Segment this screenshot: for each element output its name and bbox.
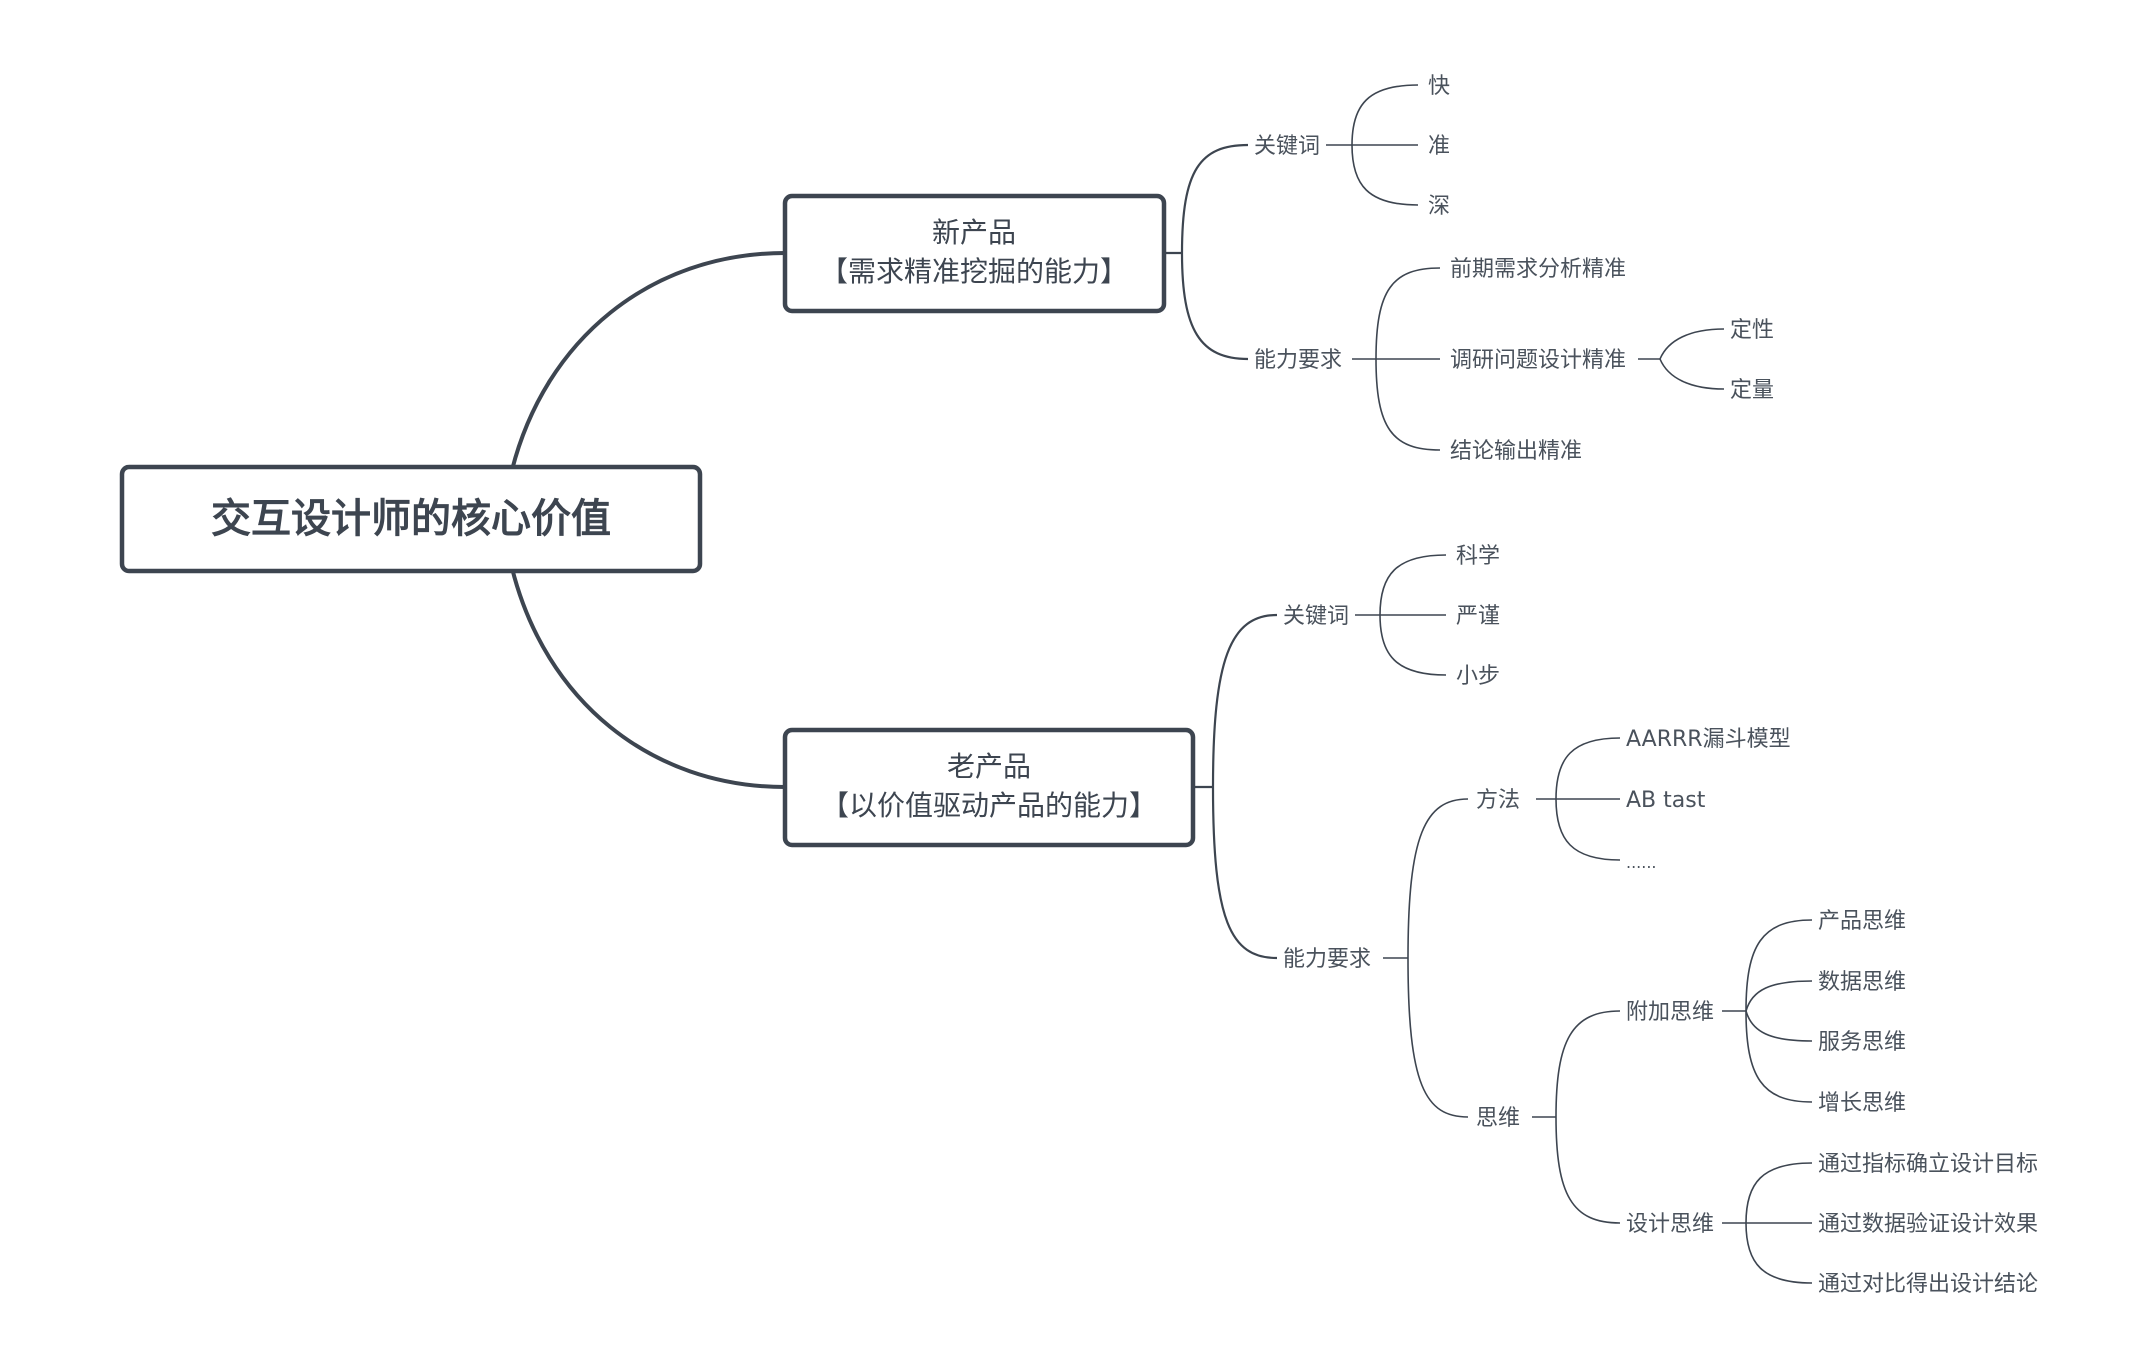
connector-old-keywords: [1211, 613, 1278, 788]
connector-method-etc: [1555, 798, 1621, 861]
design-thinking-compare[interactable]: 通过对比得出设计结论: [1818, 1272, 2038, 1297]
connector-extra-service: [1745, 1010, 1813, 1042]
connector-old-req-thinking: [1407, 957, 1469, 1118]
connector-extra-growth: [1745, 1010, 1813, 1103]
connector-extra-product: [1745, 919, 1813, 1012]
connector-new-requirements: [1180, 252, 1249, 361]
connector-research-quantitative: [1659, 358, 1725, 390]
new-req-research[interactable]: 调研问题设计精准: [1450, 348, 1626, 373]
old-keyword-science[interactable]: 科学: [1456, 544, 1500, 569]
connector-design-goal: [1745, 1162, 1813, 1224]
method-ab-test[interactable]: AB tast: [1626, 788, 1706, 813]
root-node[interactable]: 交互设计师的核心价值: [119, 464, 703, 574]
connector-new-kw-deep: [1351, 144, 1419, 206]
method-aarrr[interactable]: AARRR漏斗模型: [1626, 727, 1791, 752]
connector-old-req-method: [1407, 798, 1469, 959]
root-node-label: 交互设计师的核心价值: [211, 496, 611, 542]
design-thinking-label[interactable]: 设计思维: [1626, 1212, 1714, 1237]
old-keywords-label[interactable]: 关键词: [1283, 604, 1349, 629]
connector-thinking-extra: [1555, 1010, 1621, 1118]
old-keyword-small-step[interactable]: 小步: [1456, 664, 1500, 689]
extra-thinking-service[interactable]: 服务思维: [1818, 1030, 1906, 1055]
connector-old-kw-small-step: [1379, 614, 1447, 676]
branch-old-product-title: 老产品: [947, 750, 1031, 783]
extra-thinking-label[interactable]: 附加思维: [1626, 1000, 1714, 1025]
connector-new-keywords: [1180, 143, 1249, 254]
research-quantitative[interactable]: 定量: [1730, 378, 1774, 403]
root-node-box: [119, 464, 703, 574]
connector-root-old: [510, 567, 786, 789]
branch-old-product-subtitle: 【以价值驱动产品的能力】: [821, 789, 1157, 822]
connector-new-req-conclusion: [1375, 358, 1441, 451]
branch-new-product[interactable]: 新产品 【需求精准挖掘的能力】: [782, 193, 1167, 314]
new-keyword-deep[interactable]: 深: [1428, 194, 1450, 219]
new-req-conclusion[interactable]: 结论输出精准: [1450, 439, 1582, 464]
new-keywords-label[interactable]: 关键词: [1254, 134, 1320, 159]
extra-thinking-data[interactable]: 数据思维: [1818, 970, 1906, 995]
method-etc[interactable]: ......: [1626, 853, 1657, 872]
connector-root-new: [510, 251, 786, 471]
design-thinking-goal[interactable]: 通过指标确立设计目标: [1818, 1152, 2038, 1177]
connector-thinking-design: [1555, 1116, 1621, 1224]
branch-new-product-subtitle: 【需求精准挖掘的能力】: [820, 255, 1128, 288]
branch-new-product-box: [782, 193, 1167, 314]
connector-extra-data: [1745, 980, 1813, 1012]
branch-old-product[interactable]: 老产品 【以价值驱动产品的能力】: [782, 727, 1196, 848]
connector-research-qualitative: [1659, 328, 1725, 360]
connectors: [510, 84, 1813, 1284]
branch-old-product-box: [782, 727, 1196, 848]
design-thinking-verify[interactable]: 通过数据验证设计效果: [1818, 1212, 2038, 1237]
old-keyword-rigorous[interactable]: 严谨: [1456, 604, 1500, 629]
branch-new-product-title: 新产品: [932, 216, 1016, 249]
new-requirements-label[interactable]: 能力要求: [1254, 348, 1342, 373]
connector-old-kw-science: [1379, 554, 1447, 616]
connector-new-kw-fast: [1351, 84, 1419, 146]
thinking-label[interactable]: 思维: [1476, 1106, 1520, 1131]
method-label[interactable]: 方法: [1476, 788, 1520, 813]
connector-method-aarrr: [1555, 737, 1621, 800]
new-req-analysis[interactable]: 前期需求分析精准: [1450, 257, 1626, 282]
connector-old-requirements: [1211, 786, 1278, 960]
old-requirements-label[interactable]: 能力要求: [1283, 947, 1371, 972]
extra-thinking-growth[interactable]: 增长思维: [1818, 1091, 1906, 1116]
extra-thinking-product[interactable]: 产品思维: [1818, 909, 1906, 934]
research-qualitative[interactable]: 定性: [1730, 318, 1774, 343]
connector-design-compare: [1745, 1222, 1813, 1284]
new-keyword-accurate[interactable]: 准: [1428, 134, 1450, 159]
new-keyword-fast[interactable]: 快: [1428, 74, 1450, 99]
connector-new-req-analysis: [1375, 267, 1441, 360]
